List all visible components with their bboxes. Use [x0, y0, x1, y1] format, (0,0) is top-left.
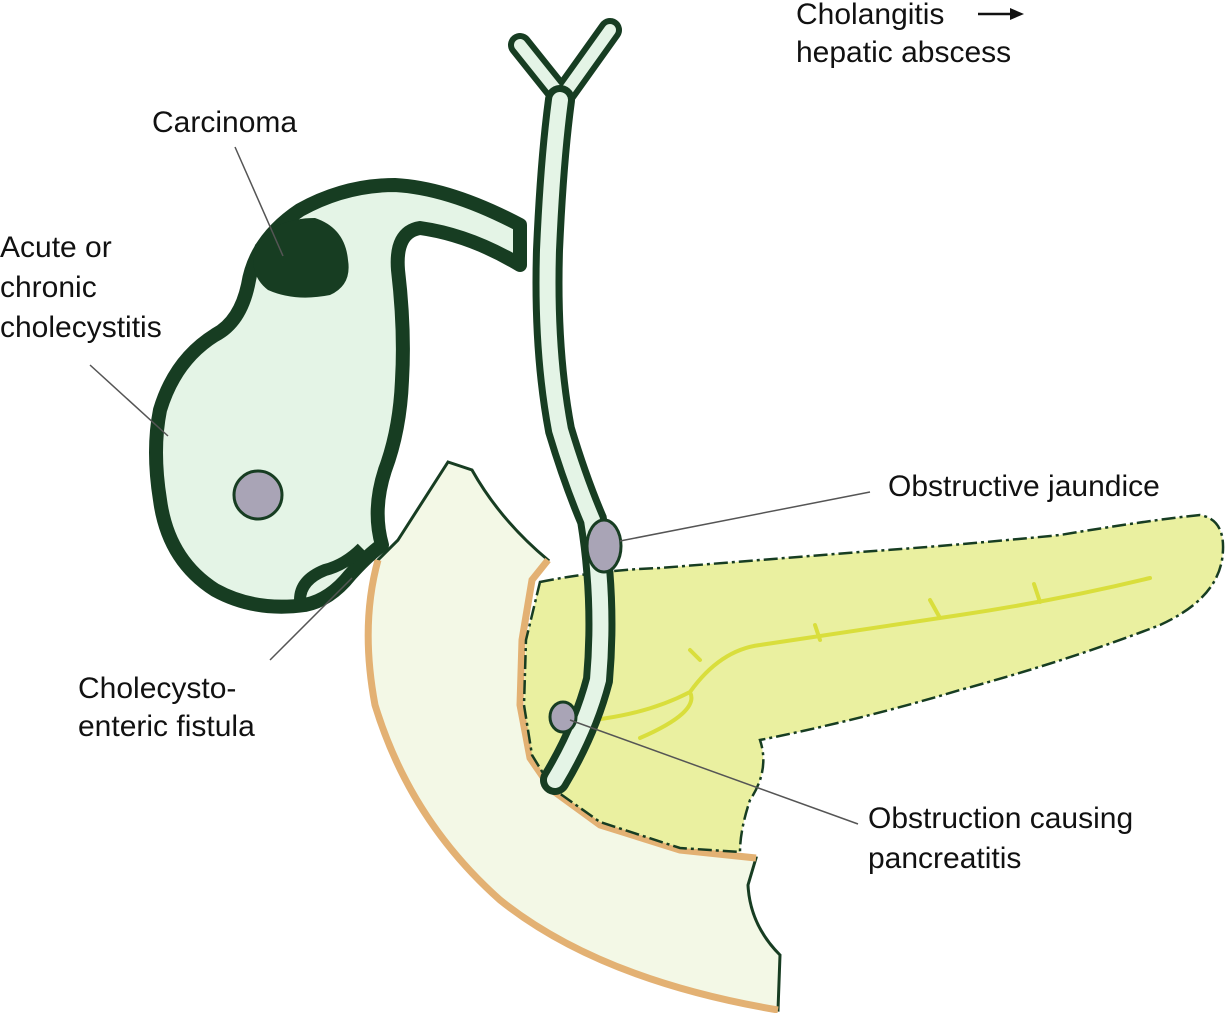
- duodenum-inner-rim: [516, 557, 757, 862]
- gallbladder-stone: [232, 469, 284, 521]
- label-pancreatitis-2: pancreatitis: [868, 842, 1021, 875]
- pancreatic-duct: [568, 576, 1152, 740]
- duct-stone-ampulla: [548, 700, 578, 734]
- right-arrow-icon: [978, 8, 1024, 20]
- leader-fistula: [269, 577, 353, 661]
- leader-obstructive-jaundice: [619, 491, 871, 542]
- bile-duct: [508, 18, 623, 795]
- label-fistula-1: Cholecysto-: [78, 672, 236, 705]
- common-bile-duct-lumen: [539, 92, 609, 788]
- leader-cholecystitis: [89, 364, 169, 437]
- label-cholangitis: Cholangitis: [796, 0, 944, 31]
- label-obstructive-jaundice: Obstructive jaundice: [888, 470, 1160, 503]
- leader-carcinoma: [234, 146, 284, 257]
- label-cholecystitis-2: chronic: [0, 271, 97, 304]
- labels: Cholangitis hepatic abscess Carcinoma Ac…: [0, 0, 1160, 875]
- label-hepatic-abscess: hepatic abscess: [796, 36, 1011, 69]
- duodenum-outer-rim: [364, 559, 779, 1013]
- pancreas: [522, 513, 1225, 854]
- leader-pancreatitis: [569, 719, 859, 825]
- duodenum: [364, 460, 782, 1013]
- label-pancreatitis-1: Obstruction causing: [868, 802, 1133, 835]
- duct-stone-jaundice: [585, 518, 623, 574]
- carcinoma-tumor: [253, 218, 349, 298]
- label-fistula-2: enteric fistula: [78, 710, 255, 743]
- leader-lines: [89, 146, 871, 825]
- label-cholecystitis-3: cholecystitis: [0, 311, 162, 344]
- fistula-tract: [294, 543, 367, 601]
- label-cholecystitis-1: Acute or: [0, 231, 112, 264]
- gallbladder: [149, 178, 527, 614]
- label-carcinoma: Carcinoma: [152, 106, 297, 139]
